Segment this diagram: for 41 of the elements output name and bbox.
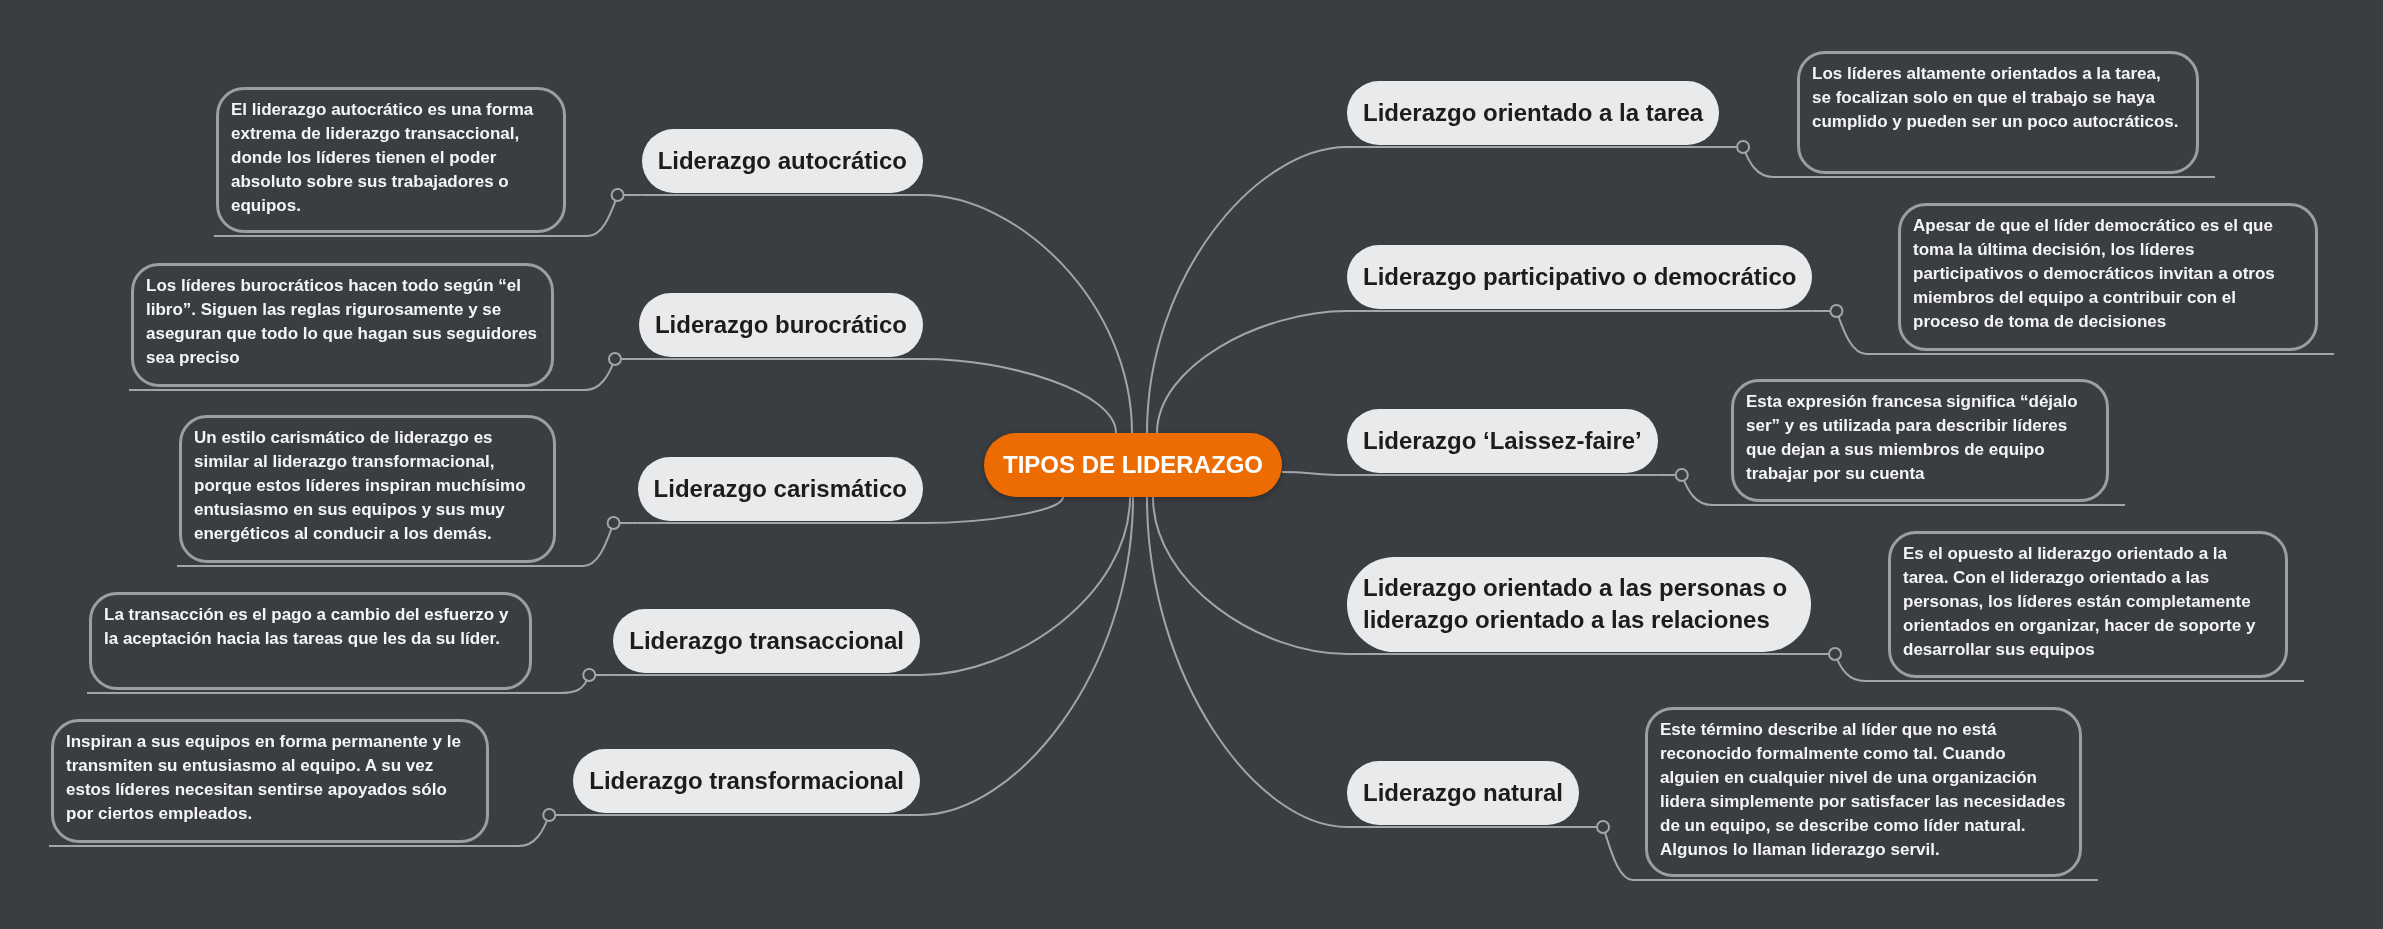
description-card: Esta expresión francesa significa “déjalo ser” y es utilizada para describir líderes que dejan a sus miembros de equipo trabajar por su cuenta — [1731, 379, 2109, 502]
connector-line — [1281, 471, 1659, 476]
branch-connector — [86, 668, 615, 694]
branch-connector — [1578, 820, 2099, 881]
branch-connector — [1811, 304, 2335, 355]
connector-line — [636, 496, 1064, 524]
connector-line — [1156, 310, 1814, 434]
description-card: Los líderes burocráticos hacen todo según “el libro”. Siguen las reglas rigurosamente y se aseguran que todo lo que hagan sus seguidores sea preciso — [131, 263, 554, 387]
branch-connector — [1656, 468, 2126, 506]
topic-node: Liderazgo burocrático — [638, 293, 923, 357]
topic-node: Liderazgo participativo o democrático — [1347, 245, 1813, 309]
branch-connector — [176, 516, 639, 567]
branch-connector — [213, 188, 643, 237]
connector-line — [1146, 146, 1721, 434]
topic-node: Liderazgo natural — [1347, 761, 1580, 825]
topic-node: Liderazgo transaccional — [613, 609, 920, 673]
branch-connector — [1718, 140, 2216, 178]
description-card: Inspiran a sus equipos en forma permanente y le transmiten su entusiasmo al equipo. A su vez estos líderes necesitan sentirse apoyados sólo por ciertos empleados. — [51, 719, 489, 843]
connector-line — [612, 496, 1131, 676]
description-card: El liderazgo autocrático es una forma extrema de liderazgo transaccional, donde los líderes tienen el poder absoluto sobre sus trabajadores o equipos. — [216, 87, 566, 233]
connector-line — [1146, 496, 1581, 828]
branch-connector — [48, 808, 575, 847]
connector-line — [1152, 496, 1812, 655]
description-card: Este término describe al líder que no está reconocido formalmente como tal. Cuando alguien en cualquier nivel de una organización lidera simplemente por satisfacer las necesidades de un equipo, se describe como líder natural. Algunos lo llaman liderazgo servil. — [1645, 707, 2082, 877]
branch-connector — [1810, 647, 2305, 682]
topic-node: Liderazgo carismático — [637, 457, 923, 521]
topic-node: Liderazgo transformacional — [573, 749, 920, 813]
topic-node: Liderazgo orientado a las personas o liderazgo orientado a las relaciones — [1347, 557, 1811, 652]
connector-line — [640, 194, 1133, 434]
description-card: Apesar de que el líder democrático es el que toma la última decisión, los líderes participativos o democráticos invitan a otros miembros del equipo a contribuir con el proceso de toma de decisiones — [1898, 203, 2318, 351]
description-card: La transacción es el pago a cambio del esfuerzo y la aceptación hacia las tareas que les da su líder. — [89, 592, 532, 690]
connector-line — [572, 496, 1134, 816]
topic-node: Liderazgo orientado a la tarea — [1347, 81, 1720, 145]
description-card: Un estilo carismático de liderazgo es similar al liderazgo transformacional, porque estos líderes inspiran muchísimo entusiasmo en sus equipos y sus muy energéticos al conducir a los demás. — [179, 415, 556, 563]
central-topic: TIPOS DE LIDERAZGO — [984, 433, 1282, 497]
description-card: Es el opuesto al liderazgo orientado a la tarea. Con el liderazgo orientado a las personas, los líderes están completamente orientados en organizar, hacer de soporte y desarrollar sus equipos — [1888, 531, 2288, 678]
connector-line — [637, 358, 1117, 434]
topic-node: Liderazgo autocrático — [641, 129, 923, 193]
topic-node: Liderazgo ‘Laissez-faire’ — [1347, 409, 1658, 473]
description-card: Los líderes altamente orientados a la tarea, se focalizan solo en que el trabajo se haya cumplido y pueden ser un poco autocráticos. — [1797, 51, 2199, 174]
branch-connector — [128, 352, 640, 391]
